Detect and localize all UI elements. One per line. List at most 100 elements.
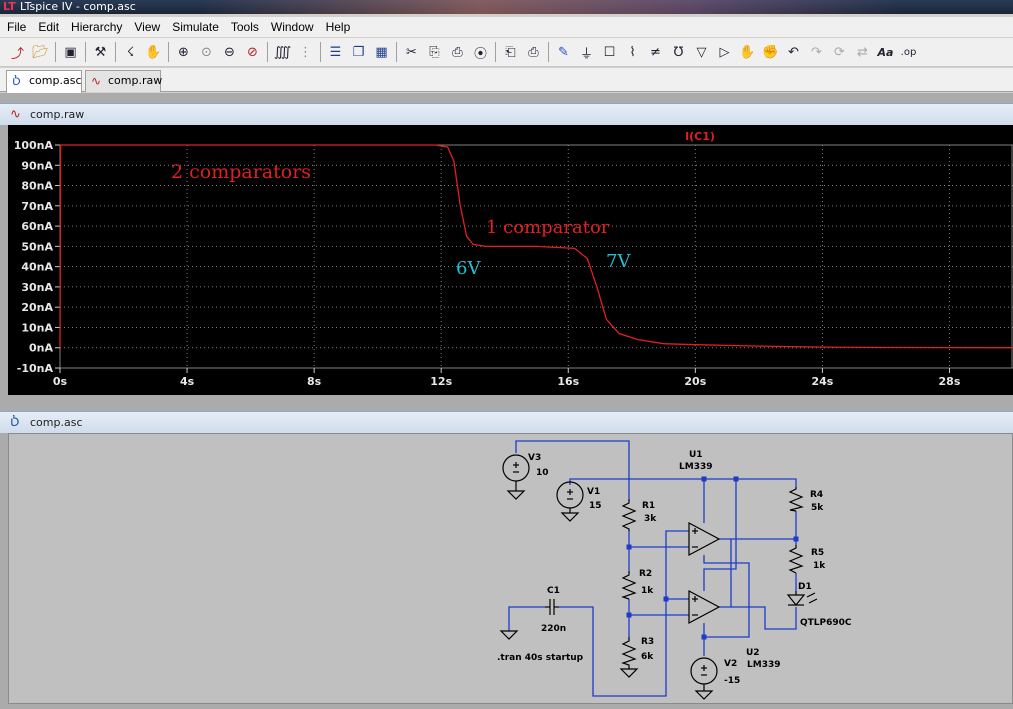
menu-edit[interactable]: Edit [38,20,60,34]
find-icon[interactable]: ⦿ [473,46,487,62]
waveform-svg[interactable]: 100nA90nA80nA70nA60nA50nA40nA30nA20nA10n… [8,125,1013,395]
wire [731,606,797,630]
paste-icon[interactable]: ⎙ [452,44,463,60]
wire [719,539,732,608]
drag-icon[interactable]: ✊ [762,44,779,60]
print-setup-icon[interactable]: ⎗ [505,44,516,60]
tab-comp-raw[interactable]: ∿ comp.raw [85,70,162,92]
wire [515,440,630,499]
label-v3: V3 [528,453,541,463]
x-tick-label: 24s [811,375,833,388]
cascade-icon[interactable]: ❐ [352,44,365,60]
comparator-u2[interactable] [688,590,721,624]
schematic-svg[interactable]: V3 10 V1 15 U1 LM339 R1 3k R2 1k R3 6k R… [9,434,1013,705]
capacitor-icon[interactable]: ≠ [650,44,661,60]
annotation-6v: 6V [456,258,481,279]
y-tick-label: 20nA [21,301,53,314]
label-net-icon[interactable]: ☐ [603,44,616,60]
zoom-fit-icon[interactable]: ⊘ [247,44,258,60]
voltage-source-v2[interactable] [690,657,718,700]
label-r5: R5 [811,548,824,558]
control-panel-icon[interactable]: ⚒ [94,44,107,60]
y-tick-label: 30nA [21,281,53,294]
resistor-r5[interactable] [788,545,804,574]
label-d1-value: QTLP690C [800,618,852,628]
label-u2: U2 [746,648,760,658]
wire [665,530,689,599]
waveform-pane-title[interactable]: ∿ comp.raw [0,103,1013,125]
trace-name-label: I(C1) [685,130,715,143]
run-icon[interactable]: ☇ [126,44,135,60]
toolbar-separator [168,42,169,62]
capacitor-c1[interactable] [545,599,559,615]
spice-directive-icon[interactable]: .op [900,46,917,58]
print-icon[interactable]: ⎙ [528,44,539,60]
diode-icon[interactable]: ▽ [696,44,707,60]
save-icon[interactable]: ▣ [64,44,77,60]
label-r1: R1 [642,501,655,511]
tile-horizontal-icon[interactable]: ☰ [329,44,342,60]
redo-icon[interactable]: ↷ [811,44,822,60]
rotate-icon[interactable]: ⟳ [834,44,845,60]
move-icon[interactable]: ✋ [739,44,756,60]
waveform-icon: ∿ [10,107,21,122]
wire [703,479,737,591]
open-icon[interactable]: 📂︎ [32,44,49,60]
resistor-r4[interactable] [788,487,804,512]
plot-settings-icon[interactable]: ⨌ [273,44,292,60]
inductor-icon[interactable]: ℧ [673,44,684,60]
zoom-in-icon[interactable]: ⊕ [178,44,189,60]
y-tick-label: 0nA [29,342,53,355]
tile-vertical-icon[interactable]: ▦ [375,44,388,60]
spice-directive[interactable]: .tran 40s startup [497,653,584,663]
undo-icon[interactable]: ↶ [788,44,799,60]
resistor-r3[interactable] [621,637,637,669]
plot-grid-icon[interactable]: ⋮ [299,44,312,60]
label-r3-value: 6k [641,652,654,662]
schematic-canvas[interactable]: V3 10 V1 15 U1 LM339 R1 3k R2 1k R3 6k R… [8,433,1013,704]
zoom-pan-icon[interactable]: ⊙ [201,44,212,60]
tab-comp-asc[interactable]: Ⳳ comp.asc [6,70,82,93]
mirror-icon[interactable]: ⇄ [857,44,868,60]
menu-window[interactable]: Window [270,20,314,34]
ground-r3 [619,668,639,678]
menu-help[interactable]: Help [325,20,351,34]
menu-view[interactable]: View [134,20,161,34]
resistor-icon[interactable]: ⌇ [629,44,636,60]
comparator-u1[interactable] [688,522,721,556]
ground-icon[interactable]: ⏚ [579,46,593,62]
title-bar-glare [200,0,900,14]
y-tick-label: 70nA [21,200,53,213]
label-r4: R4 [810,490,823,500]
menu-bar: File Edit Hierarchy View Simulate Tools … [0,17,1013,37]
label-r4-value: 5k [811,503,824,513]
x-tick-label: 4s [180,375,195,388]
schematic-pane-title-text: comp.asc [30,416,83,429]
junction-dot [733,476,739,482]
text-icon[interactable]: Aa [877,45,894,59]
led-d1[interactable] [786,591,818,606]
cut-icon[interactable]: ✂ [406,44,417,60]
voltage-source-v1[interactable] [556,481,584,522]
menu-file[interactable]: File [7,20,27,34]
x-tick-label: 20s [684,375,706,388]
menu-tools[interactable]: Tools [230,20,259,34]
component-icon[interactable]: ▷ [719,44,730,60]
halt-icon[interactable]: ✋ [145,44,162,60]
voltage-source-v3[interactable] [502,454,530,500]
draw-wire-icon[interactable]: ✎ [558,44,569,60]
label-r1-value: 3k [644,514,657,524]
wire [559,598,689,697]
resistor-r2[interactable] [621,571,637,600]
window-title-bar[interactable]: LT LTspice IV - comp.asc [0,0,1013,14]
schematic-pane-title[interactable]: Ⳳ comp.asc [0,411,1013,433]
copy-icon[interactable]: ⎘ [429,44,440,60]
menu-simulate[interactable]: Simulate [172,20,219,34]
toolbar-separator [396,42,397,62]
label-r2-value: 1k [641,586,654,596]
new-schematic-icon[interactable]: ⤴ [10,46,24,62]
zoom-out-icon[interactable]: ⊖ [224,44,235,60]
resistor-r1[interactable] [621,499,637,531]
menu-hierarchy[interactable]: Hierarchy [71,20,123,34]
